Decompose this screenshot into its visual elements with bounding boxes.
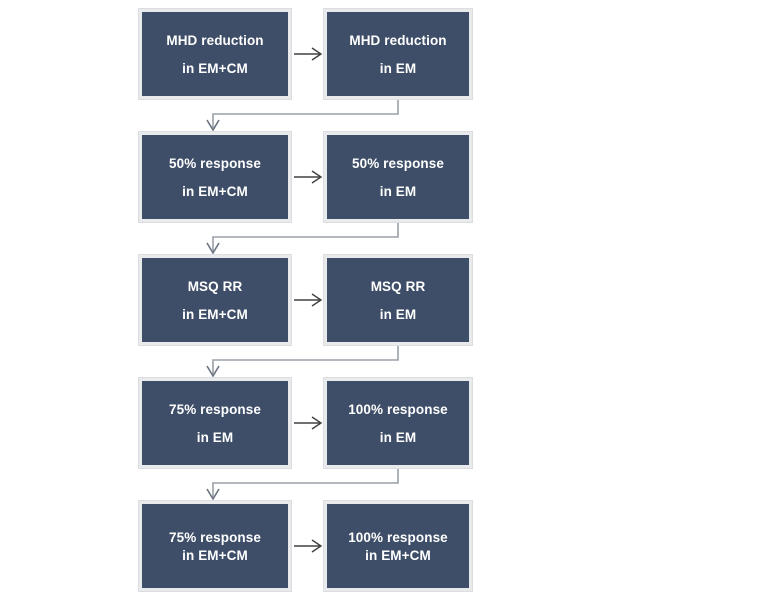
node-label-line1: MHD reduction bbox=[349, 32, 447, 48]
horizontal-arrow-row-1 bbox=[294, 47, 323, 61]
node-label-line1: 50% response bbox=[169, 155, 261, 171]
horizontal-arrow-row-5 bbox=[294, 539, 323, 553]
node-row-5-left[interactable]: 75% response in EM+CM bbox=[138, 500, 292, 592]
node-label-line1: 75% response bbox=[169, 529, 261, 545]
node-label-line1: 100% response bbox=[348, 401, 448, 417]
node-label-line2: in EM bbox=[379, 429, 417, 445]
node-label-line2: in EM+CM bbox=[182, 547, 248, 563]
elbow-connector-row-2-to-3 bbox=[206, 223, 399, 255]
node-label-line2: in EM+CM bbox=[182, 306, 248, 322]
node-label-line1: MSQ RR bbox=[187, 278, 243, 294]
node-row-2-left[interactable]: 50% response in EM+CM bbox=[138, 131, 292, 223]
node-label-line2: in EM bbox=[196, 429, 234, 445]
horizontal-arrow-row-2 bbox=[294, 170, 323, 184]
elbow-connector-row-4-to-5 bbox=[206, 469, 399, 501]
node-row-5-right[interactable]: 100% response in EM+CM bbox=[323, 500, 473, 592]
node-label-line2: in EM+CM bbox=[182, 183, 248, 199]
node-label-line2: in EM bbox=[379, 60, 417, 76]
node-label-line2: in EM+CM bbox=[365, 547, 431, 563]
node-label-line1: 100% response bbox=[348, 529, 448, 545]
node-label-line2: in EM bbox=[379, 183, 417, 199]
node-row-4-left[interactable]: 75% response in EM bbox=[138, 377, 292, 469]
node-label-line1: 50% response bbox=[352, 155, 444, 171]
node-label-line2: in EM+CM bbox=[182, 60, 248, 76]
node-label-line1: MHD reduction bbox=[166, 32, 264, 48]
node-row-2-right[interactable]: 50% response in EM bbox=[323, 131, 473, 223]
node-row-1-left[interactable]: MHD reduction in EM+CM bbox=[138, 8, 292, 100]
node-row-3-right[interactable]: MSQ RR in EM bbox=[323, 254, 473, 346]
horizontal-arrow-row-3 bbox=[294, 293, 323, 307]
node-row-4-right[interactable]: 100% response in EM bbox=[323, 377, 473, 469]
horizontal-arrow-row-4 bbox=[294, 416, 323, 430]
node-row-3-left[interactable]: MSQ RR in EM+CM bbox=[138, 254, 292, 346]
node-row-1-right[interactable]: MHD reduction in EM bbox=[323, 8, 473, 100]
node-label-line1: MSQ RR bbox=[370, 278, 426, 294]
elbow-connector-row-3-to-4 bbox=[206, 346, 399, 378]
node-label-line1: 75% response bbox=[169, 401, 261, 417]
node-label-line2: in EM bbox=[379, 306, 417, 322]
elbow-connector-row-1-to-2 bbox=[206, 100, 399, 132]
